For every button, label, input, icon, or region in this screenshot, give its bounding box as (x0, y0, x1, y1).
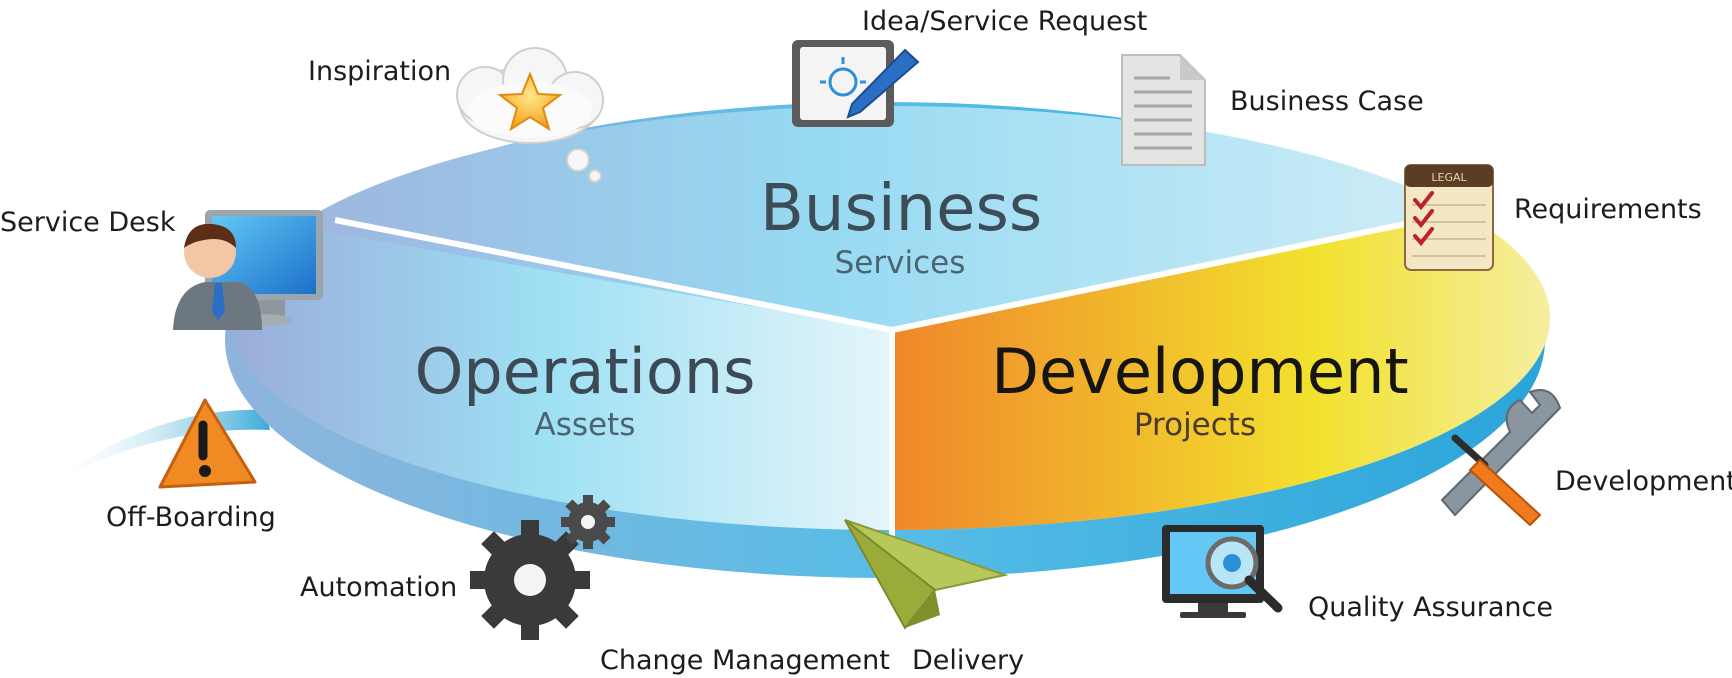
thought-cloud-star-icon (456, 47, 604, 183)
label-off-boarding: Off-Boarding (106, 502, 276, 533)
segment-business-title: Business (760, 172, 1043, 246)
label-idea-request: Idea/Service Request (862, 6, 1148, 37)
segment-business-subtitle: Services (834, 245, 966, 281)
label-development: Development (1555, 466, 1732, 497)
segment-operations-subtitle: Assets (534, 407, 636, 443)
label-requirements: Requirements (1514, 194, 1702, 225)
warning-triangle-icon (158, 398, 257, 489)
label-inspiration: Inspiration (308, 56, 452, 87)
divider-left (334, 217, 893, 333)
label-change-management: Change Management (600, 645, 890, 676)
divider-right (891, 221, 1406, 333)
label-business-case: Business Case (1230, 86, 1424, 117)
agent-computer-icon (173, 210, 323, 330)
segment-development-title: Development (991, 335, 1409, 408)
lightbulb-board-icon (792, 40, 920, 127)
segment-development-subtitle: Projects (1133, 407, 1257, 443)
paper-plane-icon (844, 519, 1009, 630)
label-delivery: Delivery (912, 645, 1025, 676)
wrench-screwdriver-icon (1440, 389, 1562, 527)
segment-operations-title: Operations (414, 335, 756, 408)
label-quality-assurance: Quality Assurance (1308, 592, 1553, 623)
label-service-desk: Service Desk (0, 207, 176, 238)
gears-icon (470, 495, 615, 640)
label-automation: Automation (300, 572, 458, 603)
document-icon (1121, 54, 1206, 166)
monitor-magnifier-icon (1162, 525, 1283, 618)
legal-pad-checklist-icon: LEGAL (1404, 164, 1494, 271)
legal-pad-header: LEGAL (1431, 171, 1467, 184)
